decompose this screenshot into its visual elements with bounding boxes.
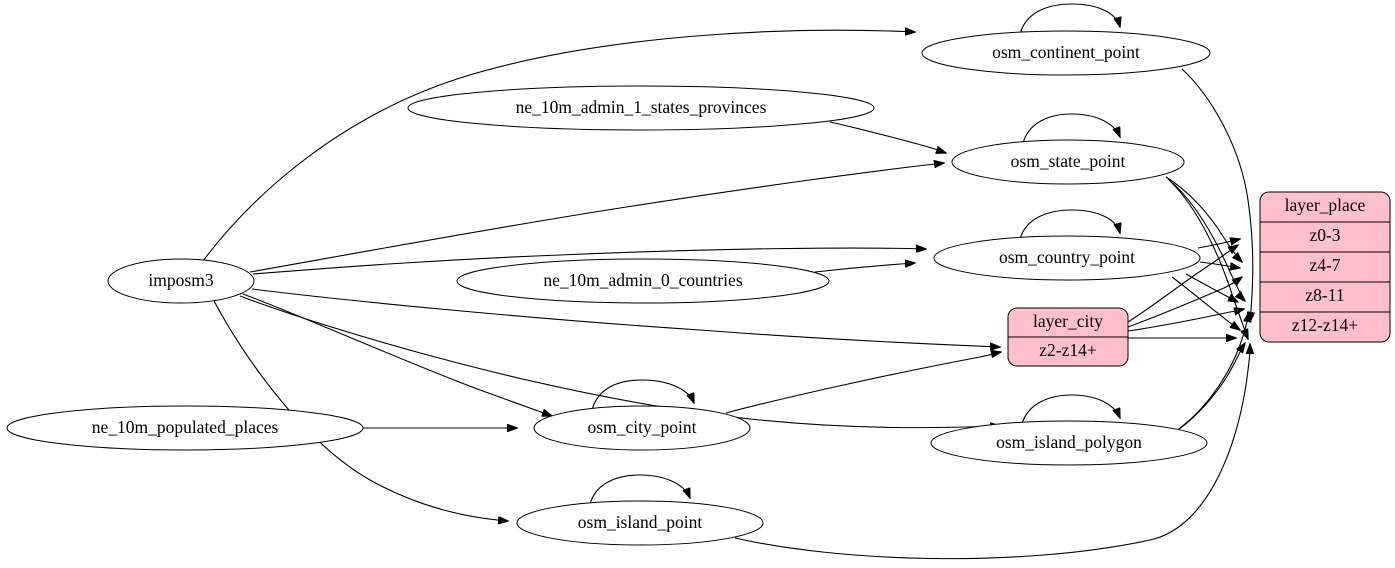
node-layer-city-row-z2-z14[interactable]: z2-z14+ (1039, 340, 1097, 360)
node-osm-state-point[interactable]: osm_state_point (951, 139, 1185, 185)
node-layer-place-row-z8-11[interactable]: z8-11 (1305, 285, 1344, 305)
edge-ne-states-to-osm-state-point (829, 121, 946, 153)
node-osm-city-point-label: osm_city_point (588, 417, 697, 437)
node-osm-country-point-label: osm_country_point (999, 247, 1135, 267)
edge-osm-country-point-self-loop (1019, 209, 1120, 240)
node-ne-countries-shape[interactable] (456, 258, 830, 304)
node-layer-place-row-z4-7[interactable]: z4-7 (1309, 255, 1340, 275)
node-imposm3[interactable]: imposm3 (107, 258, 255, 304)
edge-osm-island-polygon-self-loop (1021, 394, 1120, 425)
edge-imposm3-to-osm-country-point (252, 248, 926, 275)
node-ne-10m-populated-places[interactable]: ne_10m_populated_places (6, 405, 364, 451)
edge-imposm3-to-osm-island-point (213, 300, 508, 521)
edge-osm-island-point-to-layer-place-z12 (734, 344, 1250, 560)
edge-osm-state-point-to-layer-place-z8 (1167, 178, 1245, 301)
node-osm-island-polygon[interactable]: osm_island_polygon (930, 420, 1208, 466)
edge-osm-state-point-self-loop (1022, 113, 1120, 144)
node-layer-place[interactable]: layer_place z0-3 z4-7 z8-11 z12-z14+ (1259, 191, 1391, 343)
node-osm-island-point-label: osm_island_point (578, 512, 703, 532)
node-ne-places-label: ne_10m_populated_places (92, 417, 279, 437)
node-layer-place-box[interactable] (1259, 191, 1391, 343)
node-osm-state-point-shape[interactable] (951, 139, 1185, 185)
node-osm-island-point-shape[interactable] (516, 500, 764, 546)
edge-imposm3-to-layer-city (251, 288, 1000, 347)
node-ne-states-label: ne_10m_admin_1_states_provinces (516, 97, 767, 117)
node-layer-place-row-z0-3[interactable]: z0-3 (1309, 225, 1340, 245)
node-osm-continent-point-label: osm_continent_point (992, 42, 1140, 62)
edge-osm-continent-point-to-layer-place-z12 (1181, 68, 1253, 322)
node-ne-places-shape[interactable] (6, 405, 364, 451)
edge-layer-city-to-layer-place-z8 (1127, 309, 1244, 332)
edge-osm-city-point-to-layer-city (725, 352, 1001, 414)
node-osm-state-point-label: osm_state_point (1011, 151, 1126, 171)
table-node-layer: osm_continent_point osm_state_point osm_… (516, 30, 1211, 546)
edge-imposm3-to-osm-city-point (242, 293, 552, 416)
node-osm-city-point-shape[interactable] (533, 405, 751, 451)
edge-osm-island-point-self-loop (589, 474, 690, 505)
source-node-layer: imposm3 ne_10m_admin_1_states_provinces … (6, 85, 875, 451)
edge-imposm3-to-osm-continent-point (202, 30, 915, 262)
edge-layer-city-to-layer-place-z4 (1127, 277, 1242, 328)
node-osm-country-point-shape[interactable] (933, 235, 1201, 281)
edge-osm-country-point-to-layer-place-z8 (1185, 273, 1238, 302)
edge-osm-country-point-to-layer-place-z4 (1199, 261, 1240, 268)
node-layer-city[interactable]: layer_city z2-z14+ (1007, 307, 1129, 367)
node-imposm3-label: imposm3 (148, 270, 213, 290)
node-osm-country-point[interactable]: osm_country_point (933, 235, 1201, 281)
node-ne-10m-admin-1-states-provinces[interactable]: ne_10m_admin_1_states_provinces (407, 85, 875, 131)
edge-osm-continent-point-self-loop (1019, 3, 1120, 35)
node-osm-island-polygon-label: osm_island_polygon (996, 432, 1142, 452)
node-osm-continent-point-shape[interactable] (921, 30, 1211, 76)
node-layer-city-header: layer_city (1033, 311, 1103, 331)
node-layer-place-row-z12-z14[interactable]: z12-z14+ (1292, 315, 1358, 335)
edge-osm-city-point-self-loop (591, 379, 694, 411)
node-imposm3-shape[interactable] (107, 258, 255, 304)
node-osm-city-point[interactable]: osm_city_point (533, 405, 751, 451)
edge-osm-state-point-to-layer-place-z4 (1165, 176, 1242, 262)
edge-osm-island-polygon-to-layer-place-z12 (1177, 343, 1245, 431)
node-osm-continent-point[interactable]: osm_continent_point (921, 30, 1211, 76)
node-ne-10m-admin-0-countries[interactable]: ne_10m_admin_0_countries (456, 258, 830, 304)
node-osm-island-polygon-shape[interactable] (930, 420, 1208, 466)
node-layer-place-header: layer_place (1285, 195, 1366, 215)
node-ne-states-shape[interactable] (407, 85, 875, 131)
edge-osm-country-point-to-layer-place-z0 (1197, 239, 1240, 249)
edge-osm-country-point-to-layer-place-z12 (1171, 276, 1240, 330)
node-osm-island-point[interactable]: osm_island_point (516, 500, 764, 546)
edge-layer-city-to-layer-place-z0 (1127, 245, 1238, 323)
edge-ne-countries-to-osm-country-point (814, 263, 915, 273)
node-ne-countries-label: ne_10m_admin_0_countries (543, 270, 742, 290)
edge-imposm3-to-osm-state-point (249, 163, 944, 273)
